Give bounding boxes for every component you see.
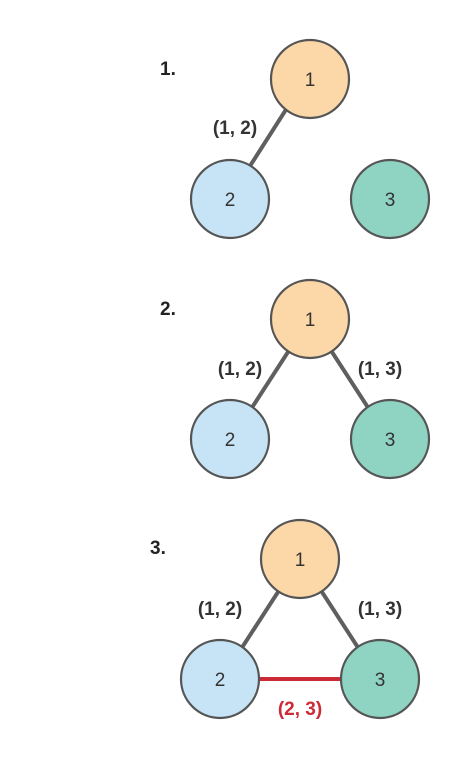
node-3-label: 3 [375, 670, 386, 691]
step-label: 2. [160, 299, 176, 320]
node-3-label: 3 [385, 190, 396, 211]
node-2 [189, 158, 271, 240]
edge-1-2 [248, 106, 289, 168]
node-3 [349, 398, 431, 480]
edge-1-2 [241, 590, 280, 648]
edge-1-2 [251, 350, 290, 408]
node-1-label: 1 [295, 550, 306, 571]
node-1 [269, 278, 351, 360]
edge-1-3 [320, 590, 359, 648]
edge-label-1-3: (1, 3) [358, 599, 402, 620]
edge-1-3 [330, 350, 369, 408]
step-2: 2. (1, 2) (1, 3) 1 2 3 [160, 278, 431, 480]
node-3-label: 3 [385, 430, 396, 451]
step-label: 3. [150, 538, 166, 559]
node-2-label: 2 [215, 670, 226, 691]
step-label: 1. [160, 59, 176, 80]
node-3 [349, 158, 431, 240]
node-1 [269, 38, 351, 120]
node-3 [339, 638, 421, 720]
step-3: 3. (1, 2) (1, 3) (2, 3) 1 2 3 [150, 518, 421, 720]
edge-label-1-2: (1, 2) [213, 118, 257, 139]
node-2 [189, 398, 271, 480]
node-1-label: 1 [305, 70, 316, 91]
node-1-label: 1 [305, 310, 316, 331]
node-2 [179, 638, 261, 720]
edge-label-2-3: (2, 3) [278, 699, 322, 720]
edge-label-1-2: (1, 2) [218, 359, 262, 380]
node-1 [259, 518, 341, 600]
step-1: 1. (1, 2) 1 2 3 [160, 38, 431, 240]
node-2-label: 2 [225, 190, 236, 211]
edge-label-1-2: (1, 2) [198, 599, 242, 620]
edge-label-1-3: (1, 3) [358, 359, 402, 380]
node-2-label: 2 [225, 430, 236, 451]
